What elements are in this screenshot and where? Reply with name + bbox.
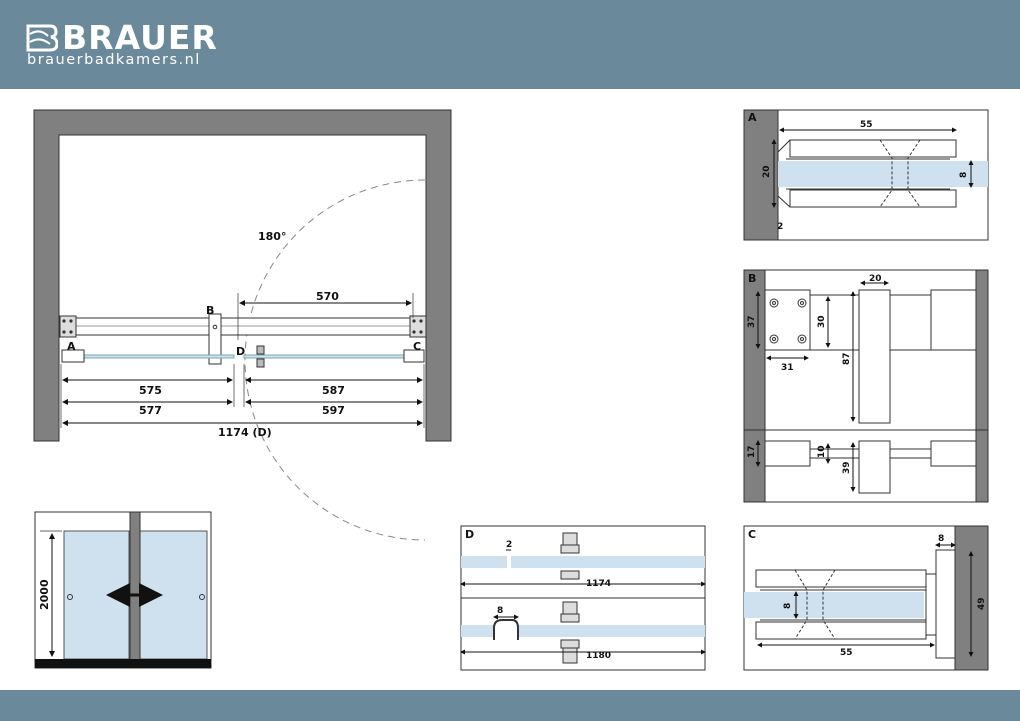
label-b: B bbox=[206, 304, 214, 317]
detail-c-49: 49 bbox=[977, 597, 987, 610]
detail-c: 8 8 49 55 C bbox=[743, 525, 989, 671]
connector-b bbox=[208, 313, 222, 365]
detail-d-seal-width: 8 bbox=[497, 606, 503, 616]
detail-a-glass bbox=[778, 161, 988, 187]
door-swing-arc bbox=[244, 179, 426, 541]
dim-total: 1174 (D) bbox=[218, 426, 272, 439]
detail-d-1174: 1174 bbox=[586, 579, 611, 589]
detail-b-width: 20 bbox=[869, 274, 882, 284]
detail-a-glass-thickness: 8 bbox=[959, 172, 969, 178]
label-c: C bbox=[413, 340, 421, 353]
plan-view: B A D C 180° 570 575 587 577 597 1174 (D… bbox=[33, 109, 452, 541]
detail-a-label: A bbox=[748, 111, 757, 124]
detail-b-label: B bbox=[748, 272, 756, 285]
label-d: D bbox=[236, 345, 245, 358]
brauer-logo-icon bbox=[26, 24, 58, 52]
detail-a-wall bbox=[743, 109, 779, 241]
header-bar bbox=[0, 0, 1020, 89]
wall-outline bbox=[33, 109, 452, 442]
label-a: A bbox=[67, 340, 76, 353]
front-view: 2000 bbox=[34, 511, 212, 669]
angle-label: 180° bbox=[258, 230, 286, 243]
detail-b-17: 17 bbox=[747, 445, 757, 458]
detail-d-label: D bbox=[465, 528, 474, 541]
front-wall bbox=[129, 511, 141, 661]
bracket-right bbox=[409, 315, 427, 338]
detail-a-width: 55 bbox=[860, 120, 873, 130]
footer-bar bbox=[0, 690, 1020, 721]
detail-d-1180: 1180 bbox=[586, 651, 611, 661]
dim-577: 577 bbox=[139, 404, 162, 417]
floor bbox=[35, 659, 211, 668]
detail-b-87: 87 bbox=[842, 352, 852, 365]
detail-b: 20 37 30 87 31 17 10 39 B bbox=[743, 269, 989, 503]
detail-b-31: 31 bbox=[781, 363, 794, 373]
detail-b-30: 30 bbox=[817, 315, 827, 328]
brand-website: brauerbadkamers.nl bbox=[27, 52, 201, 68]
detail-a-height: 20 bbox=[762, 165, 772, 178]
detail-c-label: C bbox=[748, 528, 756, 541]
dim-597: 597 bbox=[322, 404, 345, 417]
glass-panel-door bbox=[243, 354, 423, 359]
bracket-left bbox=[59, 315, 77, 338]
dim-570: 570 bbox=[316, 290, 339, 303]
brand-name: BRAUER bbox=[62, 18, 218, 57]
detail-c-glass bbox=[744, 592, 924, 618]
detail-c-55: 55 bbox=[840, 648, 853, 658]
detail-a-gap: 2 bbox=[777, 222, 783, 232]
detail-d-seal bbox=[493, 619, 519, 640]
dim-575: 575 bbox=[139, 384, 162, 397]
detail-d-gap: 2 bbox=[506, 540, 512, 550]
glass-panel-fixed bbox=[61, 354, 235, 359]
detail-b-connector bbox=[858, 289, 891, 424]
detail-c-8-top: 8 bbox=[938, 534, 944, 544]
dim-587: 587 bbox=[322, 384, 345, 397]
detail-d: 1174 2 8 1180 D bbox=[460, 525, 706, 671]
detail-b-39: 39 bbox=[842, 461, 852, 474]
dim-height: 2000 bbox=[38, 579, 51, 610]
detail-a: 55 20 8 2 A bbox=[743, 109, 989, 241]
detail-b-37: 37 bbox=[747, 315, 757, 328]
door-handle bbox=[256, 345, 265, 355]
detail-b-10: 10 bbox=[817, 445, 827, 458]
detail-c-8: 8 bbox=[783, 603, 793, 609]
